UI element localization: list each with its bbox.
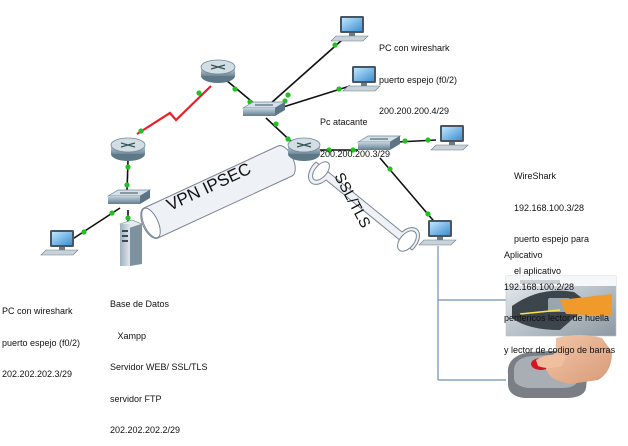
pc-wireshark-right-icon[interactable]: [430, 125, 469, 151]
peripheral-attach-lines: [437, 246, 506, 381]
label-line: el aplicativo: [514, 265, 562, 276]
ssl-tls-label: SSL/TLS: [330, 170, 373, 231]
router-right[interactable]: [287, 137, 321, 161]
label-line: 200.200.200.4/29: [379, 106, 450, 116]
label-line: Pc atacante: [320, 117, 368, 127]
label-line: PC con wireshark: [2, 306, 73, 316]
vpn-ipsec-tunnel: VPN IPSEC: [140, 145, 296, 239]
label-line: PC con wireshark: [379, 43, 450, 53]
label-line: Aplicativo: [504, 250, 543, 260]
label-line: puerto espejo (f0/2): [379, 74, 458, 85]
server-icon[interactable]: [119, 219, 143, 266]
pc-wireshark-left-icon[interactable]: [40, 230, 79, 256]
router-left[interactable]: [110, 137, 146, 161]
router-top[interactable]: [200, 59, 236, 83]
label-line: puerto espejo para: [514, 234, 590, 244]
label-line: puerto espejo (f0/2): [2, 337, 81, 348]
label-line: 200.200.200.3/29: [320, 148, 391, 159]
label-line: Servidor WEB/ SSL/TLS: [110, 362, 208, 372]
label-line: 192.168.100.3/28: [514, 202, 585, 213]
serial-link-red: [136, 85, 212, 135]
switch-left[interactable]: [106, 189, 152, 204]
label-line: perifericos lector de huella: [504, 313, 610, 323]
label-aplicativo: Aplicativo 192.168.100.2/28 perifericos …: [504, 229, 615, 366]
pc-wireshark-top-icon[interactable]: [330, 16, 369, 42]
label-line: Xampp: [110, 330, 147, 341]
label-line: y lector de codigo de barras: [504, 344, 616, 355]
link-switch-top-to-pc-wireshark-top: [269, 39, 343, 105]
ssl-tls-tunnel: SSL/TLS: [308, 161, 420, 252]
label-base-datos: Base de Datos Xampp Servidor WEB/ SSL/TL…: [110, 278, 208, 446]
label-line: Base de Datos: [110, 299, 170, 309]
switch-right[interactable]: [356, 135, 402, 150]
label-wireshark-right: WireShark 192.168.100.3/28 puerto espejo…: [514, 150, 589, 287]
pc-aplicativo-icon[interactable]: [418, 220, 457, 246]
label-line: WireShark: [514, 171, 557, 181]
switch-top[interactable]: [241, 101, 287, 116]
label-pc-wireshark-left: PC con wireshark puerto espejo (f0/2) 20…: [2, 285, 80, 390]
label-pc-atacante: Pc atacante 200.200.200.3/29: [320, 96, 390, 170]
label-line: 192.168.100.2/28: [504, 281, 575, 292]
pc-atacante-icon[interactable]: [342, 66, 381, 92]
label-line: 202.202.202.3/29: [2, 369, 73, 379]
barcode-reader-photo: [505, 275, 617, 337]
network-topology-diagram: VPN IPSEC SSL/TLS: [40, 16, 617, 398]
label-pc-wireshark-top: PC con wireshark puerto espejo (f0/2) 20…: [379, 22, 457, 127]
label-line: servidor FTP: [110, 393, 162, 404]
fingerprint-reader-photo: [507, 335, 612, 398]
label-line: 202.202.202.2/29: [110, 425, 181, 435]
